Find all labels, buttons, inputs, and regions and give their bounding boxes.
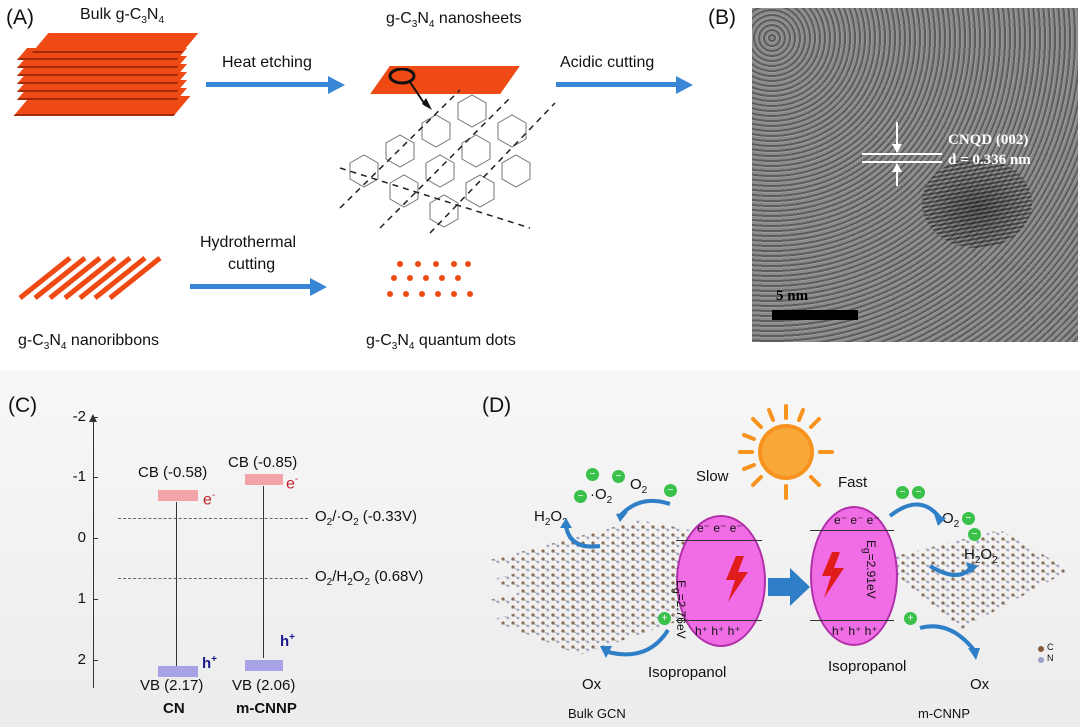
d-spacing-label: d = 0.336 nm — [948, 152, 1031, 168]
o2-superoxide-label: O2/·O2 (-0.33V) — [315, 508, 417, 528]
left-oxidation-arrow — [600, 628, 670, 658]
right-o2-label: O2 — [942, 510, 960, 530]
m-cnnp-mesh — [880, 530, 1070, 630]
lightning-icon — [726, 556, 748, 602]
electron-badge: − — [612, 470, 625, 483]
mcnnp-vb-label: VB (2.06) — [232, 677, 296, 694]
m-cnnp-caption: m-CNNP — [918, 706, 970, 721]
panel-d-letter: (D) — [482, 394, 512, 417]
nanoribbons-graphic — [18, 256, 162, 300]
cn-electron: e- — [203, 490, 216, 509]
quantum-dots-label: g-C3N4 quantum dots — [366, 332, 516, 353]
mcnnp-name: m-CNNP — [236, 700, 297, 717]
nanosheets-label: g-C3N4 nanosheets — [386, 10, 522, 31]
bulk-gcn-caption: Bulk GCN — [568, 706, 626, 721]
lattice-plane-label: CNQD (002) — [948, 132, 1029, 148]
electron-badge: − — [968, 528, 981, 541]
electron-badge: − — [664, 484, 677, 497]
cn-hole: h+ — [202, 654, 218, 672]
tick-neg1: -1 — [72, 468, 86, 485]
mcnnp-hole: h+ — [280, 632, 296, 650]
tick-1: 1 — [77, 590, 86, 607]
bulk-gcn-band-ellipse — [676, 515, 766, 647]
lightning-icon-2 — [822, 552, 844, 598]
mcnnp-electrons: e⁻ e⁻ e⁻ — [834, 513, 880, 527]
cn-cb-level — [158, 490, 198, 501]
tem-image: CNQD (002) d = 0.336 nm 5 nm — [752, 8, 1078, 342]
slow-label: Slow — [696, 468, 729, 485]
hydrothermal-label-line2: cutting — [228, 256, 276, 273]
mcnnp-electron: e- — [286, 474, 299, 493]
panel-c-letter: (C) — [8, 394, 38, 417]
cn-vb-label: VB (2.17) — [140, 677, 204, 694]
superoxide-label: ·O2 — [590, 486, 613, 506]
o2-h2o2-line — [118, 578, 308, 579]
acidic-cutting-label: Acidic cutting — [560, 54, 655, 71]
mcnnp-gap-line — [263, 486, 264, 658]
scale-bar — [772, 310, 858, 320]
mcnnp-bandgap-label: Eg=2.91eV — [860, 540, 878, 599]
cn-name: CN — [163, 700, 185, 717]
electron-badge: − — [574, 490, 587, 503]
legend-c: C — [1047, 642, 1054, 652]
quantum-dot-lattice — [922, 158, 1032, 248]
bulk-gcn-label: Bulk g-C3N4 — [80, 6, 165, 27]
electron-badge: − — [962, 512, 975, 525]
ox-right: Ox — [970, 676, 990, 693]
tick-neg2: -2 — [72, 408, 86, 425]
right-h2o2-label: H2O2 — [964, 546, 998, 566]
fast-label: Fast — [838, 474, 868, 491]
electron-badge: − — [912, 486, 925, 499]
isopropanol-right: Isopropanol — [828, 658, 907, 675]
electron-badge: − — [586, 468, 599, 481]
cn-cb-label: CB (-0.58) — [138, 464, 208, 481]
panel-a-letter: (A) — [6, 6, 34, 29]
panel-b-letter: (B) — [708, 6, 736, 29]
potential-axis — [93, 420, 94, 688]
mcnnp-cb-level — [245, 474, 283, 485]
o2-h2o2-label: O2/H2O2 (0.68V) — [315, 568, 424, 588]
quantum-dots-graphic — [387, 261, 473, 297]
o2-superoxide-line — [118, 518, 308, 519]
mcnnp-vb-level — [245, 660, 283, 671]
electron-badge: + — [658, 612, 671, 625]
bulk-electrons: e⁻ e⁻ e⁻ — [697, 521, 743, 535]
electron-badge: + — [904, 612, 917, 625]
mcnnp-cb-label: CB (-0.85) — [228, 454, 298, 471]
carbon-dot-icon — [1038, 646, 1044, 652]
cn-gap-line — [176, 502, 177, 666]
electron-badge: − — [896, 486, 909, 499]
mcnnp-holes: h⁺ h⁺ h⁺ — [832, 624, 878, 638]
hydrothermal-label-line1: Hydrothermal — [200, 234, 297, 251]
sun-icon — [738, 404, 834, 500]
legend-n: N — [1047, 653, 1054, 663]
scale-bar-label: 5 nm — [776, 288, 809, 304]
cn-vb-level — [158, 666, 198, 677]
lattice-spacing-marker — [862, 122, 942, 186]
left-reduction-arrows — [560, 499, 671, 549]
axis-arrow-icon — [89, 414, 97, 422]
right-reduction-arrows — [888, 502, 978, 577]
ox-left: Ox — [582, 676, 602, 693]
nitrogen-dot-icon — [1038, 657, 1044, 663]
molecular-lattice-graphic — [339, 68, 556, 234]
tick-2: 2 — [77, 651, 86, 668]
heat-etching-label: Heat etching — [222, 54, 312, 71]
nanoribbons-label: g-C3N4 nanoribbons — [18, 332, 159, 353]
tick-0: 0 — [77, 529, 86, 546]
bulk-holes: h⁺ h⁺ h⁺ — [695, 624, 741, 638]
left-o2-label: O2 — [630, 476, 648, 496]
right-oxidation-arrow — [919, 624, 980, 660]
isopropanol-left: Isopropanol — [648, 664, 727, 681]
